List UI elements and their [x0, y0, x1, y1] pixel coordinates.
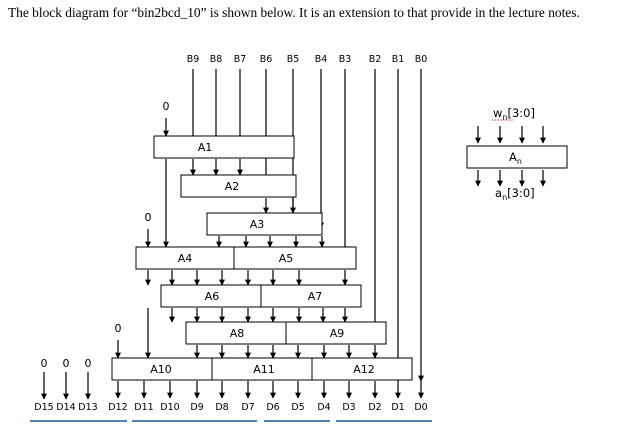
input-bit-b6: B6: [260, 54, 273, 65]
output-bit-d13: D13: [78, 402, 97, 413]
input-bit-b0: B0: [415, 54, 428, 65]
block-label-a9: A9: [330, 327, 345, 340]
block-label-a1: A1: [198, 141, 213, 154]
input-bit-b7: B7: [234, 54, 247, 65]
zero-input-label: 0: [163, 100, 170, 113]
legend: wn[3:0] An an[3:0]: [466, 106, 568, 202]
block-label-a6: A6: [205, 290, 220, 303]
input-bit-b2: B2: [369, 54, 382, 65]
output-bit-d12: D12: [108, 402, 127, 413]
input-bit-b5: B5: [287, 54, 300, 65]
legend-block: [466, 145, 568, 169]
output-bit-d9: D9: [190, 402, 203, 413]
block-a5: [233, 246, 357, 270]
output-bit-d4: D4: [317, 402, 330, 413]
block-a3: [206, 212, 323, 236]
block-label-a8: A8: [230, 327, 245, 340]
leading-zero-label: 0: [63, 357, 70, 370]
block-label-a11: A11: [253, 363, 275, 376]
input-bit-b3: B3: [339, 54, 352, 65]
input-bit-b9: B9: [187, 54, 200, 65]
block-a2: [180, 174, 297, 198]
legend-block-label: An: [509, 150, 522, 166]
legend-input-label: wn[3:0]: [493, 106, 535, 122]
block-label-a3: A3: [250, 218, 265, 231]
output-bit-d7: D7: [241, 402, 254, 413]
input-bit-b8: B8: [210, 54, 223, 65]
block-label-a4: A4: [178, 252, 193, 265]
block-a1: [153, 135, 295, 159]
input-bit-b1: B1: [392, 54, 405, 65]
block-label-a2: A2: [225, 180, 240, 193]
block-label-a10: A10: [150, 363, 172, 376]
block-a7: [260, 284, 362, 308]
block-a12: [311, 357, 413, 381]
block-label-a7: A7: [308, 290, 323, 303]
output-bit-d3: D3: [342, 402, 355, 413]
leading-zero-label: 0: [85, 357, 92, 370]
output-bit-d14: D14: [56, 402, 75, 413]
output-bit-d15: D15: [34, 402, 53, 413]
legend-output-label: an[3:0]: [495, 186, 535, 202]
zero-input-label: 0: [145, 211, 152, 224]
output-bit-d1: D1: [391, 402, 404, 413]
output-bit-d8: D8: [215, 402, 228, 413]
output-bit-d5: D5: [291, 402, 304, 413]
output-bit-d6: D6: [266, 402, 279, 413]
leading-zero-label: 0: [41, 357, 48, 370]
output-bit-d0: D0: [414, 402, 427, 413]
block-a9: [285, 321, 387, 345]
output-bit-d11: D11: [134, 402, 153, 413]
zero-input-label: 0: [115, 322, 122, 335]
output-bit-d10: D10: [160, 402, 179, 413]
output-bit-d2: D2: [368, 402, 381, 413]
input-bit-b4: B4: [315, 54, 328, 65]
block-label-a5: A5: [279, 252, 294, 265]
description-paragraph: The block diagram for “bin2bcd_10” is sh…: [8, 5, 580, 20]
block-label-a12: A12: [353, 363, 375, 376]
